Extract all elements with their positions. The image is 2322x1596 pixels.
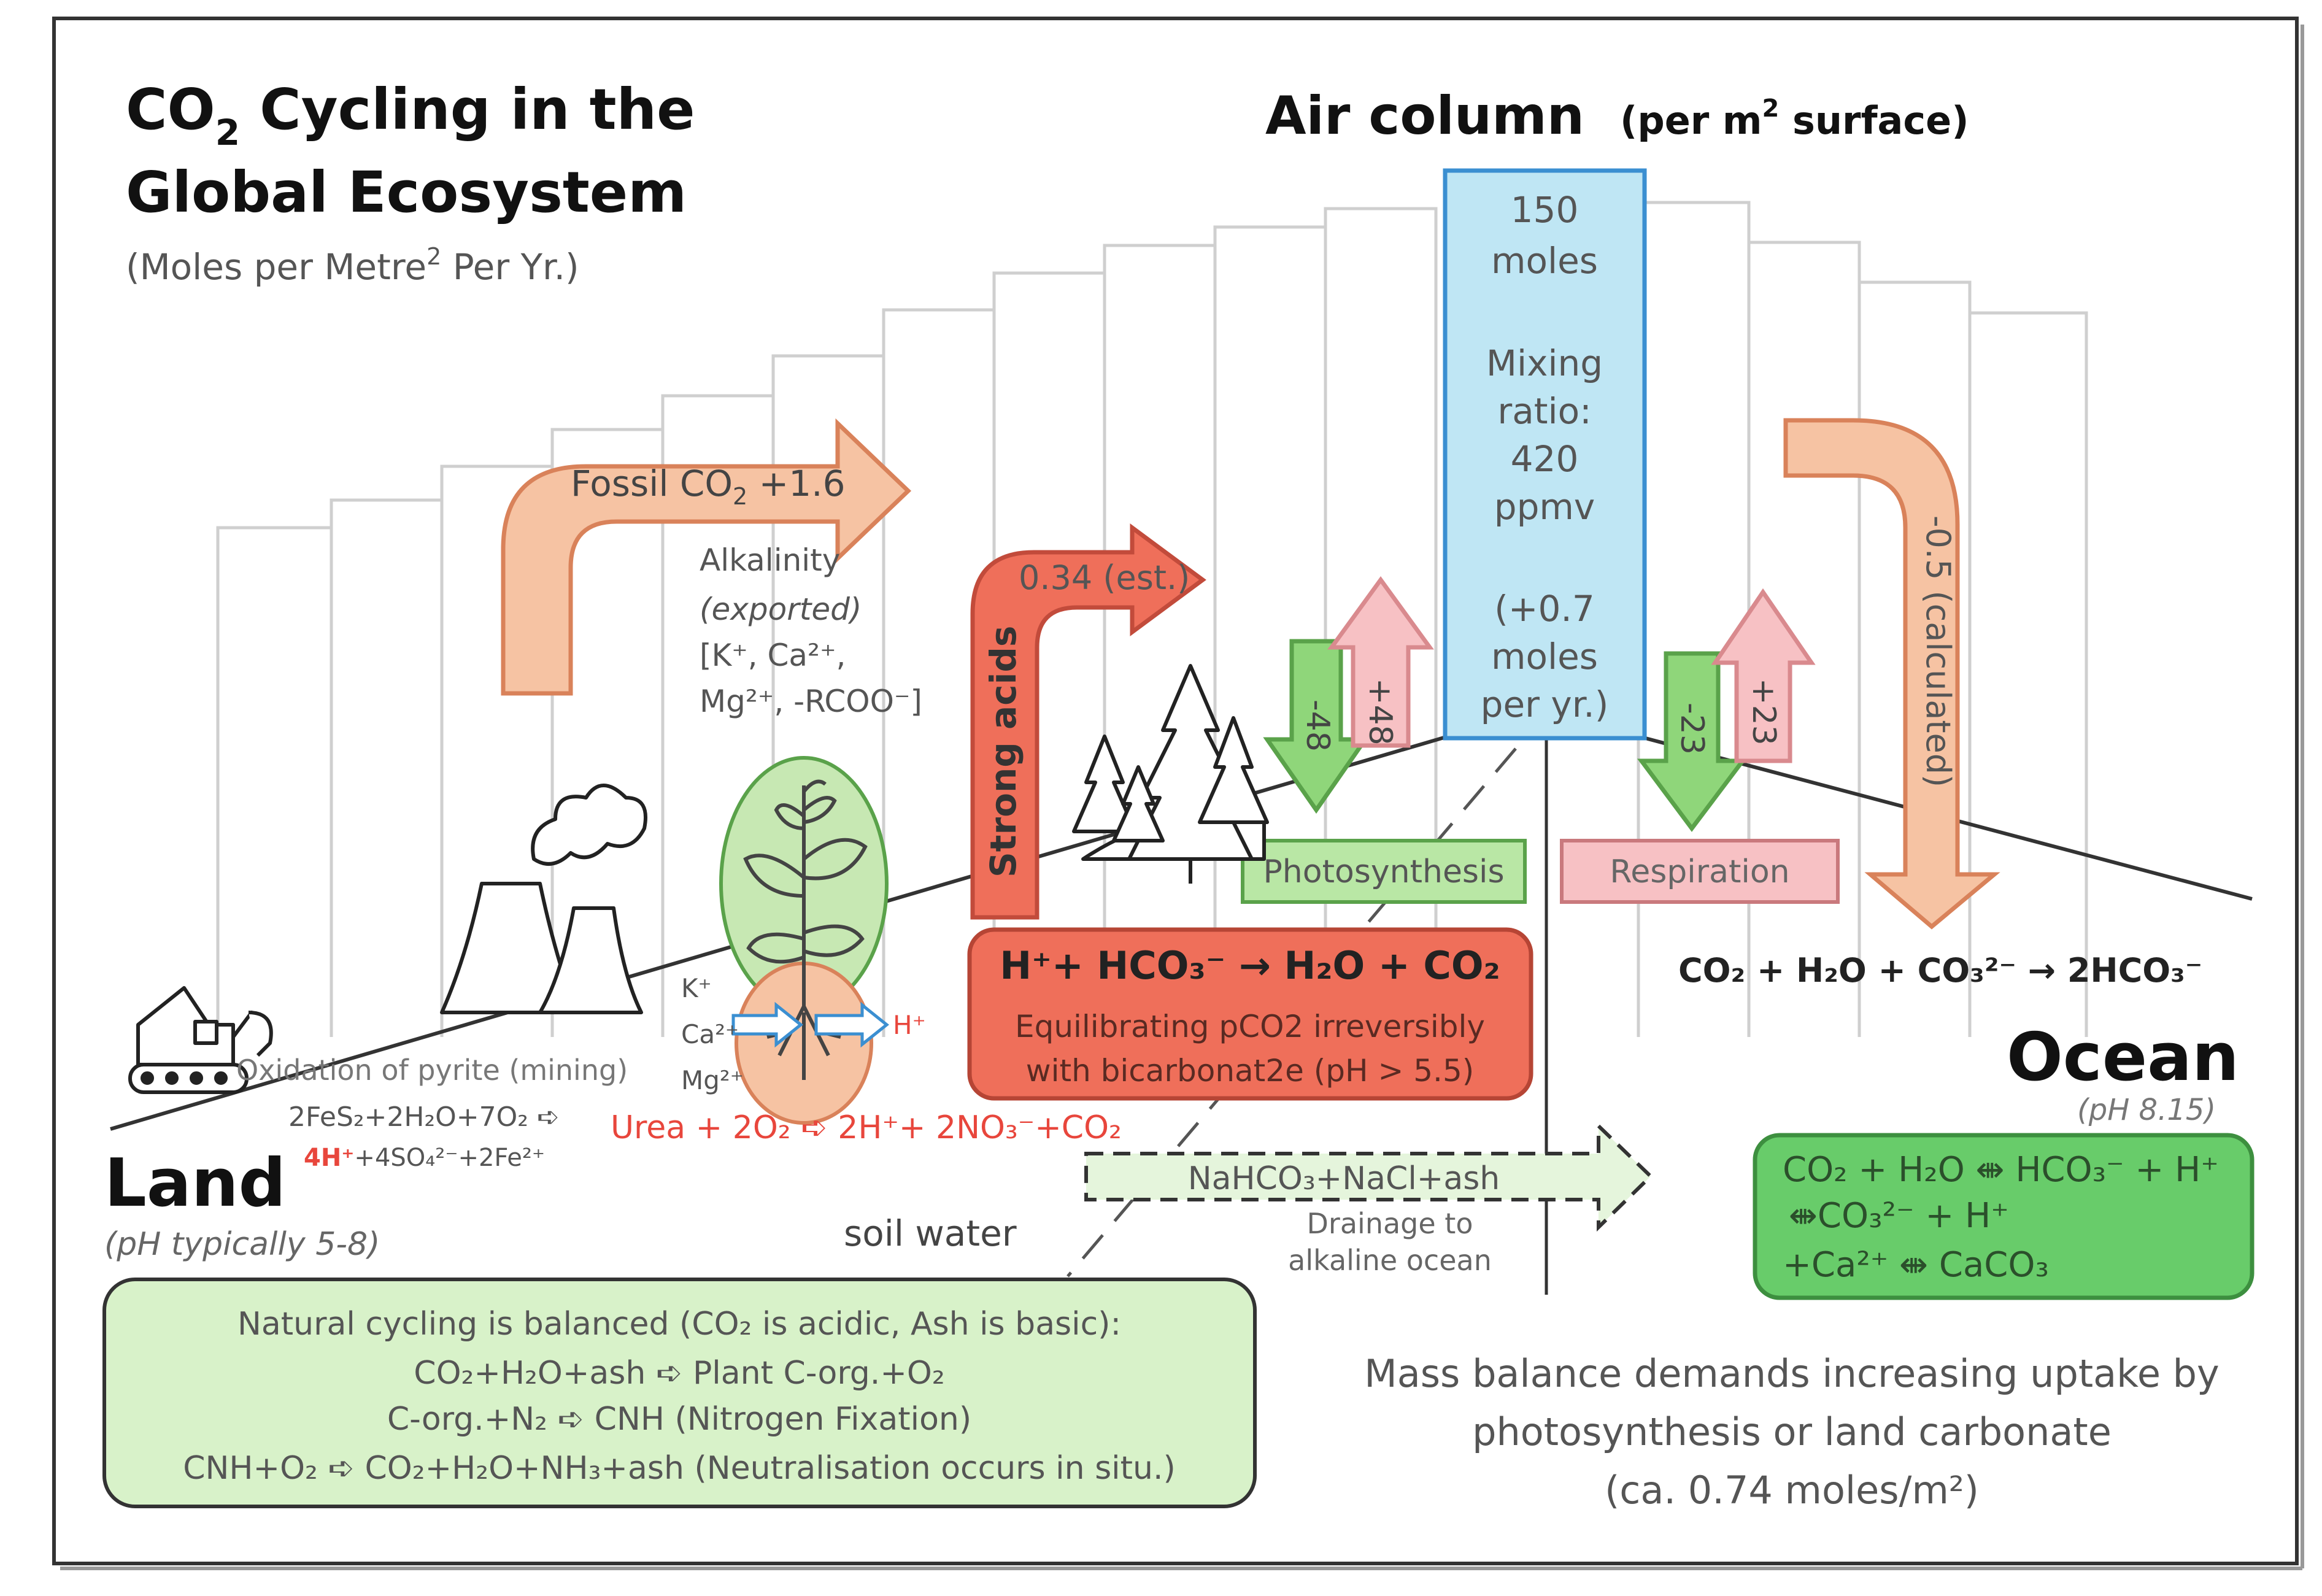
strong-acids-value-label: 0.34 (est.) [1019, 558, 1190, 597]
photosynthesis-down-arrow [1263, 639, 1370, 814]
fossil-co2-label: Fossil CO2 +1.6 [571, 463, 846, 510]
svg-text:Mass balance demands increasin: Mass balance demands increasing uptake b… [1364, 1351, 2219, 1396]
svg-text:420: 420 [1511, 438, 1579, 480]
photosynthesis-up-arrow [1327, 576, 1434, 748]
svg-text:+Ca²⁺ ⇼ CaCO₃: +Ca²⁺ ⇼ CaCO₃ [1783, 1245, 2049, 1285]
photosynthesis-label: Photosynthesis [1263, 854, 1504, 890]
plant-icon [719, 756, 890, 1125]
ocean-ph-label: (pH 8.15) [2077, 1093, 2216, 1127]
svg-text:C-org.+N₂ ➪ CNH (Nitrogen Fixa: C-org.+N₂ ➪ CNH (Nitrogen Fixation) [387, 1401, 971, 1438]
drainage-arrow [1084, 1121, 1654, 1232]
excavator-icon [128, 986, 273, 1094]
respiration-up-label: +23 [1745, 678, 1782, 746]
respiration-down-label: -23 [1673, 703, 1710, 755]
soil-water-label: soil water [844, 1212, 1017, 1254]
air-column-box-text: 150 moles Mixing ratio: 420 ppmv (+0.7 m… [1481, 189, 1609, 725]
svg-text:150: 150 [1511, 189, 1579, 231]
root-h-label: H⁺ [893, 1010, 926, 1040]
svg-text:K⁺: K⁺ [681, 973, 712, 1003]
svg-text:Global Ecosystem: Global Ecosystem [126, 160, 687, 225]
svg-text:CNH+O₂ ➪ CO₂+H₂O+NH₃+ash (Neut: CNH+O₂ ➪ CO₂+H₂O+NH₃+ash (Neutralisation… [183, 1450, 1176, 1487]
power-plant-icon [440, 784, 647, 1014]
land-ph-label: (pH typically 5-8) [104, 1226, 380, 1263]
ocean-uptake-arrow [1783, 418, 2000, 930]
drainage-caption-2: alkaline ocean [1288, 1244, 1492, 1277]
svg-text:Air column: Air column [1265, 85, 1584, 147]
strong-acids-arrow [970, 523, 1206, 920]
ocean-chemistry-text: CO₂ + H₂O ⇼ HCO₃⁻ + H⁺ ⇼CO₃²⁻ + H⁺ +Ca²⁺… [1783, 1150, 2219, 1285]
svg-text:per yr.): per yr.) [1481, 684, 1609, 725]
ocean-uptake-label: -0.5 (calculated) [1919, 515, 1958, 787]
svg-text:moles: moles [1491, 636, 1598, 677]
equilibrium-line3: with bicarbonat2e (pH > 5.5) [1026, 1053, 1475, 1089]
strong-acids-label: Strong acids [982, 626, 1024, 877]
diagram-title: CO2 Cycling in the Global Ecosystem (Mol… [126, 77, 695, 288]
svg-text:Ca²⁺: Ca²⁺ [681, 1019, 739, 1049]
respiration-up-arrow [1711, 588, 1816, 763]
svg-text:(ca. 0.74 moles/m²): (ca. 0.74 moles/m²) [1605, 1468, 1979, 1513]
svg-text:Mg²⁺: Mg²⁺ [681, 1065, 744, 1095]
ocean-surface-equation: CO₂ + H₂O + CO₃²⁻ → 2HCO₃⁻ [1678, 951, 2202, 990]
pyrite-equation-1: 2FeS₂+2H₂O+7O₂ ➪ [288, 1101, 560, 1133]
air-column-heading: Air column (per m2 surface) [1265, 85, 1969, 147]
root-h-arrow-out [814, 1001, 890, 1048]
air-column-box [1443, 168, 1647, 741]
respiration-label: Respiration [1610, 854, 1789, 890]
ocean-label: Ocean [2007, 1019, 2239, 1096]
pyrite-equation-2: 4H⁺+4SO₄²⁻+2Fe²⁺ [304, 1144, 545, 1172]
ocean-chemistry-box [1753, 1133, 2254, 1300]
natural-cycling-text: Natural cycling is balanced (CO₂ is acid… [183, 1306, 1176, 1487]
photosynthesis-label-box [1241, 839, 1527, 904]
root-ions-label: K⁺ Ca²⁺ Mg²⁺ [681, 973, 744, 1095]
svg-text:(Moles per Metre2 Per Yr.): (Moles per Metre2 Per Yr.) [126, 243, 579, 288]
equilibrium-line2: Equilibrating pCO2 irreversibly [1015, 1009, 1485, 1044]
equilibrium-box [967, 927, 1533, 1101]
equilibrium-equation: H⁺+ HCO₃⁻ → H₂O + CO₂ [1000, 943, 1500, 988]
mass-balance-note: Mass balance demands increasing uptake b… [1364, 1351, 2219, 1513]
svg-text:CO₂ + H₂O ⇼ HCO₃⁻ + H⁺: CO₂ + H₂O ⇼ HCO₃⁻ + H⁺ [1783, 1150, 2219, 1190]
svg-text:ratio:: ratio: [1497, 390, 1591, 432]
svg-text:CO₂+H₂O+ash ➪ Plant C-org.+O₂: CO₂+H₂O+ash ➪ Plant C-org.+O₂ [414, 1355, 944, 1392]
svg-text:[K⁺, Ca²⁺,: [K⁺, Ca²⁺, [700, 638, 846, 673]
svg-text:⇼CO₃²⁻ + H⁺: ⇼CO₃²⁻ + H⁺ [1789, 1196, 2009, 1236]
svg-text:(exported): (exported) [700, 592, 862, 627]
forest-icon [1072, 664, 1269, 884]
natural-cycling-box [102, 1278, 1257, 1508]
urea-equation: Urea + 2O₂ ➪ 2H⁺+ 2NO₃⁻+CO₂ [611, 1109, 1122, 1146]
svg-text:(per m2 surface): (per m2 surface) [1620, 94, 1969, 143]
pyrite-title: Oxidation of pyrite (mining) [236, 1054, 628, 1087]
svg-text:photosynthesis or land carbona: photosynthesis or land carbonate [1472, 1409, 2112, 1454]
svg-text:(+0.7: (+0.7 [1494, 588, 1594, 630]
drainage-caption-1: Drainage to [1307, 1207, 1473, 1240]
drainage-box-label: NaHCO₃+NaCl+ash [1188, 1160, 1500, 1197]
respiration-label-box [1560, 839, 1840, 904]
respiration-down-arrow [1637, 651, 1748, 832]
svg-text:ppmv: ppmv [1494, 486, 1595, 528]
land-label: Land [104, 1145, 286, 1222]
svg-text:CO2 Cycling in the: CO2 Cycling in the [126, 77, 695, 153]
root-ion-arrow-in [731, 1001, 804, 1048]
svg-text:Natural cycling is balanced (C: Natural cycling is balanced (CO₂ is acid… [237, 1306, 1121, 1343]
svg-text:Alkalinity: Alkalinity [700, 542, 840, 578]
svg-text:Mg²⁺, -RCOO⁻]: Mg²⁺, -RCOO⁻] [700, 684, 922, 719]
fossil-co2-arrow [501, 418, 912, 696]
photosynthesis-down-label: -48 [1299, 700, 1336, 752]
svg-text:Mixing: Mixing [1486, 342, 1603, 384]
photosynthesis-up-label: +48 [1362, 678, 1398, 746]
svg-text:moles: moles [1491, 240, 1598, 282]
alkalinity-label: Alkalinity (exported) [K⁺, Ca²⁺, Mg²⁺, -… [700, 542, 922, 719]
